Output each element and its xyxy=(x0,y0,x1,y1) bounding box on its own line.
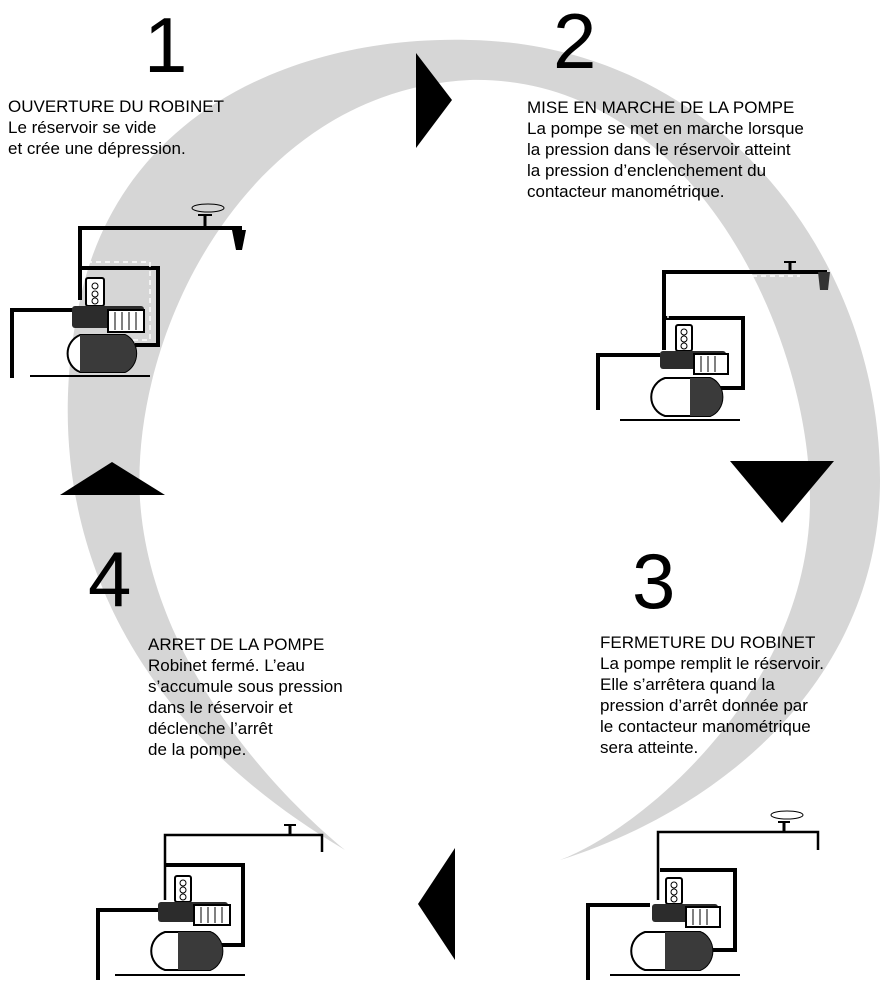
step-1-line: Le réservoir se vide xyxy=(8,118,157,137)
pump-unit-3 xyxy=(586,810,820,980)
cycle-arrow-right-icon xyxy=(416,53,452,148)
step-3-line: Elle s’arrêtera quand la xyxy=(600,675,775,694)
step-3-line: pression d’arrêt donnée par xyxy=(600,696,808,715)
step-4-number: 4 xyxy=(88,535,132,623)
step-3-line: sera atteinte. xyxy=(600,738,699,757)
faucet-spout xyxy=(232,230,246,250)
step-4-line: Robinet fermé. L’eau xyxy=(148,656,305,675)
step-2-number: 2 xyxy=(553,0,597,85)
step-4-line: dans le réservoir et xyxy=(148,698,293,717)
step-4-title: ARRET DE LA POMPE xyxy=(148,635,325,654)
step-4-line: déclenche l’arrêt xyxy=(148,719,273,738)
step-1-line: et crée une dépression. xyxy=(8,139,186,158)
step-1-title: OUVERTURE DU ROBINET xyxy=(8,97,224,116)
step-2-line: contacteur manométrique. xyxy=(527,182,725,201)
step-2-line: la pression d’enclenchement du xyxy=(527,161,767,180)
cycle-arrow-down-icon xyxy=(730,461,834,523)
step-3-line: le contacteur manométrique xyxy=(600,717,811,736)
step-2-line: la pression dans le réservoir atteint xyxy=(527,140,791,159)
pump-unit-1 xyxy=(10,203,246,378)
step-2-line: La pompe se met en marche lorsque xyxy=(527,119,804,138)
step-3-text: FERMETURE DU ROBINET La pompe remplit le… xyxy=(600,632,824,758)
step-3-line: La pompe remplit le réservoir. xyxy=(600,654,824,673)
step-2-text: MISE EN MARCHE DE LA POMPE La pompe se m… xyxy=(527,97,804,202)
pump-unit-4 xyxy=(96,824,324,980)
step-1-number: 1 xyxy=(144,1,188,89)
step-2-title: MISE EN MARCHE DE LA POMPE xyxy=(527,98,795,117)
step-4-line: de la pompe. xyxy=(148,740,247,759)
step-4-line: s’accumule sous pression xyxy=(148,677,343,696)
pump-unit-2 xyxy=(596,261,830,421)
step-3-number: 3 xyxy=(632,537,676,625)
step-1-text: OUVERTURE DU ROBINET Le réservoir se vid… xyxy=(8,96,224,159)
step-3-title: FERMETURE DU ROBINET xyxy=(600,633,816,652)
pressure-switch-icon xyxy=(85,277,105,307)
faucet-icon xyxy=(191,203,225,228)
step-4-text: ARRET DE LA POMPE Robinet fermé. L’eau s… xyxy=(148,634,343,760)
cycle-arrow-left-icon xyxy=(418,848,455,960)
cycle-arrow-up-icon xyxy=(60,462,165,495)
